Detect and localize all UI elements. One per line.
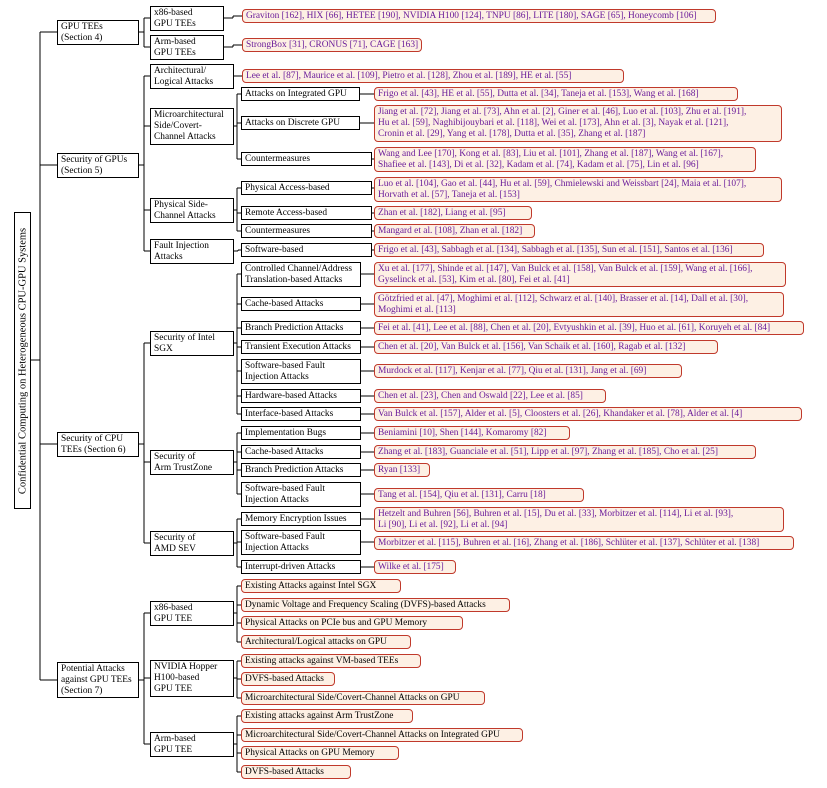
- leaf-x86-arch-logical: Architectural/Logical attacks on GPU: [241, 635, 411, 649]
- leaf-hopper-existing-vm: Existing attacks against VM-based TEEs: [241, 654, 421, 668]
- refs-tz-cache: Zhang et al. [183], Guanciale et al. [51…: [374, 445, 756, 459]
- sub-sgx-transient: Transient Execution Attacks: [241, 340, 361, 354]
- sub-sgx-branch: Branch Prediction Attacks: [241, 321, 361, 335]
- leaf-x86-existing-sgx: Existing Attacks against Intel SGX: [241, 579, 401, 593]
- leaf-arm-existing-trustzone: Existing attacks against Arm TrustZone: [241, 709, 413, 723]
- refs-software-based: Frigo et al. [43], Sabbagh et al. [134],…: [374, 243, 764, 257]
- sub-countermeasures-micro: Countermeasures: [241, 152, 372, 166]
- refs-x86-gpu-tees: Graviton [162], HIX [66], HETEE [190], N…: [242, 9, 716, 23]
- refs-sgx-interface: Van Bulck et al. [157], Alder et al. [5]…: [374, 407, 802, 421]
- sub-remote-access: Remote Access-based: [241, 206, 372, 220]
- refs-architectural-logical: Lee et al. [87], Maurice et al. [109], P…: [242, 69, 624, 83]
- leaf-x86-dvfs: Dynamic Voltage and Frequency Scaling (D…: [241, 598, 510, 612]
- root-node: Confidential Computing on Heterogeneous …: [14, 212, 31, 509]
- sub-attacks-integrated-gpu: Attacks on Integrated GPU: [241, 87, 360, 101]
- refs-countermeasures-phys: Mangard et al. [108], Zhan et al. [182]: [374, 224, 535, 238]
- refs-arm-gpu-tees: StrongBox [31], CRONUS [71], CAGE [163]: [242, 38, 422, 52]
- sub-sgx-hardware: Hardware-based Attacks: [241, 389, 361, 403]
- refs-tz-software-fault: Tang et al. [154], Qiu et al. [131], Car…: [374, 488, 584, 502]
- refs-sgx-software-fault: Murdock et al. [117], Kenjar et al. [77]…: [374, 364, 682, 378]
- sub-sev-interrupt: Interrupt-driven Attacks: [241, 560, 361, 574]
- sub-physical-access: Physical Access-based: [241, 181, 372, 195]
- leaf-arm-micro-integrated: Microarchitectural Side/Covert-Channel A…: [241, 728, 523, 742]
- refs-sev-interrupt: Wilke et al. [175]: [374, 560, 456, 574]
- refs-countermeasures-micro: Wang and Lee [170], Kong et al. [83], Li…: [374, 147, 756, 172]
- sub-countermeasures-phys: Countermeasures: [241, 224, 372, 238]
- group-architectural-logical: Architectural/Logical Attacks: [150, 64, 234, 89]
- refs-sev-memory-encryption: Hetzelt and Buhren [56], Buhren et al. […: [374, 507, 784, 532]
- leaf-hopper-micro: Microarchitectural Side/Covert-Channel A…: [241, 691, 485, 705]
- sub-sgx-cache: Cache-based Attacks: [241, 297, 361, 311]
- sub-tz-implementation: Implementation Bugs: [241, 426, 361, 440]
- refs-remote-access: Zhan et al. [182], Liang et al. [95]: [374, 206, 532, 220]
- sub-sev-memory-encryption: Memory Encryption Issues: [241, 512, 361, 526]
- leaf-arm-dvfs: DVFS-based Attacks: [241, 765, 351, 779]
- leaf-x86-physical-pcie: Physical Attacks on PCIe bus and GPU Mem…: [241, 616, 463, 630]
- refs-sgx-hardware: Chen et al. [23], Chen and Oswald [22], …: [374, 389, 606, 403]
- section-security-of-gpus: Security of GPUs(Section 5): [57, 153, 139, 178]
- refs-sgx-cache: Götzfried et al. [47], Moghimi et al. [1…: [374, 292, 784, 317]
- refs-sgx-controlled: Xu et al. [177], Shinde et al. [147], Va…: [374, 262, 786, 287]
- refs-tz-implementation: Beniamini [10], Shen [144], Komaromy [82…: [374, 426, 570, 440]
- leaf-hopper-dvfs: DVFS-based Attacks: [241, 672, 335, 686]
- sub-attacks-discrete-gpu: Attacks on Discrete GPU: [241, 116, 360, 130]
- root-title: Confidential Computing on Heterogeneous …: [17, 227, 28, 494]
- sub-sgx-interface: Interface-based Attacks: [241, 407, 361, 421]
- refs-sgx-branch: Fei et al. [41], Lee et al. [88], Chen e…: [374, 321, 804, 335]
- refs-sgx-transient: Chen et al. [20], Van Bulck et al. [156]…: [374, 340, 718, 354]
- refs-integrated-gpu: Frigo et al. [43], HE et al. [55], Dutta…: [374, 87, 738, 101]
- refs-discrete-gpu: Jiang et al. [72], Jiang et al. [73], Ah…: [374, 105, 782, 142]
- sub-tz-cache: Cache-based Attacks: [241, 445, 361, 459]
- sub-software-based: Software-based: [241, 243, 372, 257]
- section-gpu-tees: GPU TEEs(Section 4): [57, 20, 139, 45]
- group-physical-side-channel: Physical Side-Channel Attacks: [150, 198, 234, 223]
- sub-tz-branch: Branch Prediction Attacks: [241, 463, 361, 477]
- refs-physical-access: Luo et al. [104], Gao et al. [44], Hu et…: [374, 177, 782, 202]
- refs-sev-software-fault: Morbitzer et al. [115], Buhren et al. [1…: [374, 536, 794, 550]
- leaf-arm-physical-memory: Physical Attacks on GPU Memory: [241, 746, 399, 760]
- refs-tz-branch: Ryan [133]: [374, 463, 430, 477]
